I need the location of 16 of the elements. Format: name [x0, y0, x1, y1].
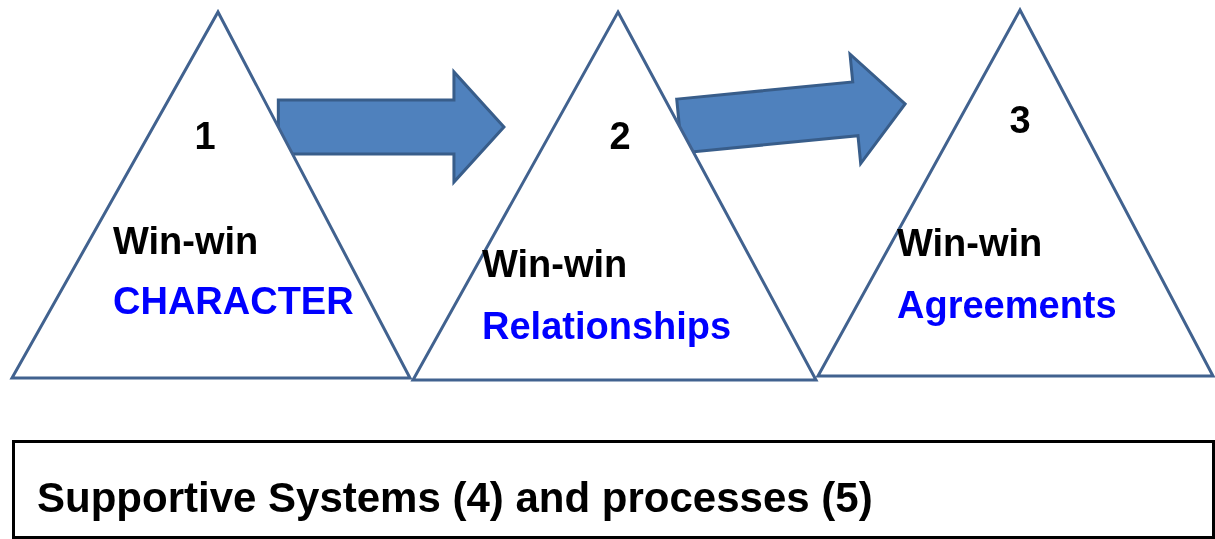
subheading-text: Agreements	[897, 283, 1117, 328]
caption-text: Supportive Systems (4) and processes (5)	[37, 473, 873, 523]
heading-text: Win-win	[897, 221, 1043, 266]
heading-text: Win-win	[482, 242, 628, 287]
block-arrow	[276, 68, 506, 186]
step-number: 3	[1009, 98, 1031, 143]
subheading-text: Relationships	[482, 304, 732, 349]
step-number: 2	[609, 114, 631, 159]
text-box	[12, 440, 1215, 539]
triangle	[12, 12, 410, 378]
heading-text: Win-win	[113, 219, 259, 264]
triangle	[413, 12, 816, 380]
triangle	[818, 10, 1213, 376]
block-arrow	[675, 50, 908, 168]
step-number: 1	[194, 114, 216, 159]
subheading-text: CHARACTER	[113, 279, 354, 324]
